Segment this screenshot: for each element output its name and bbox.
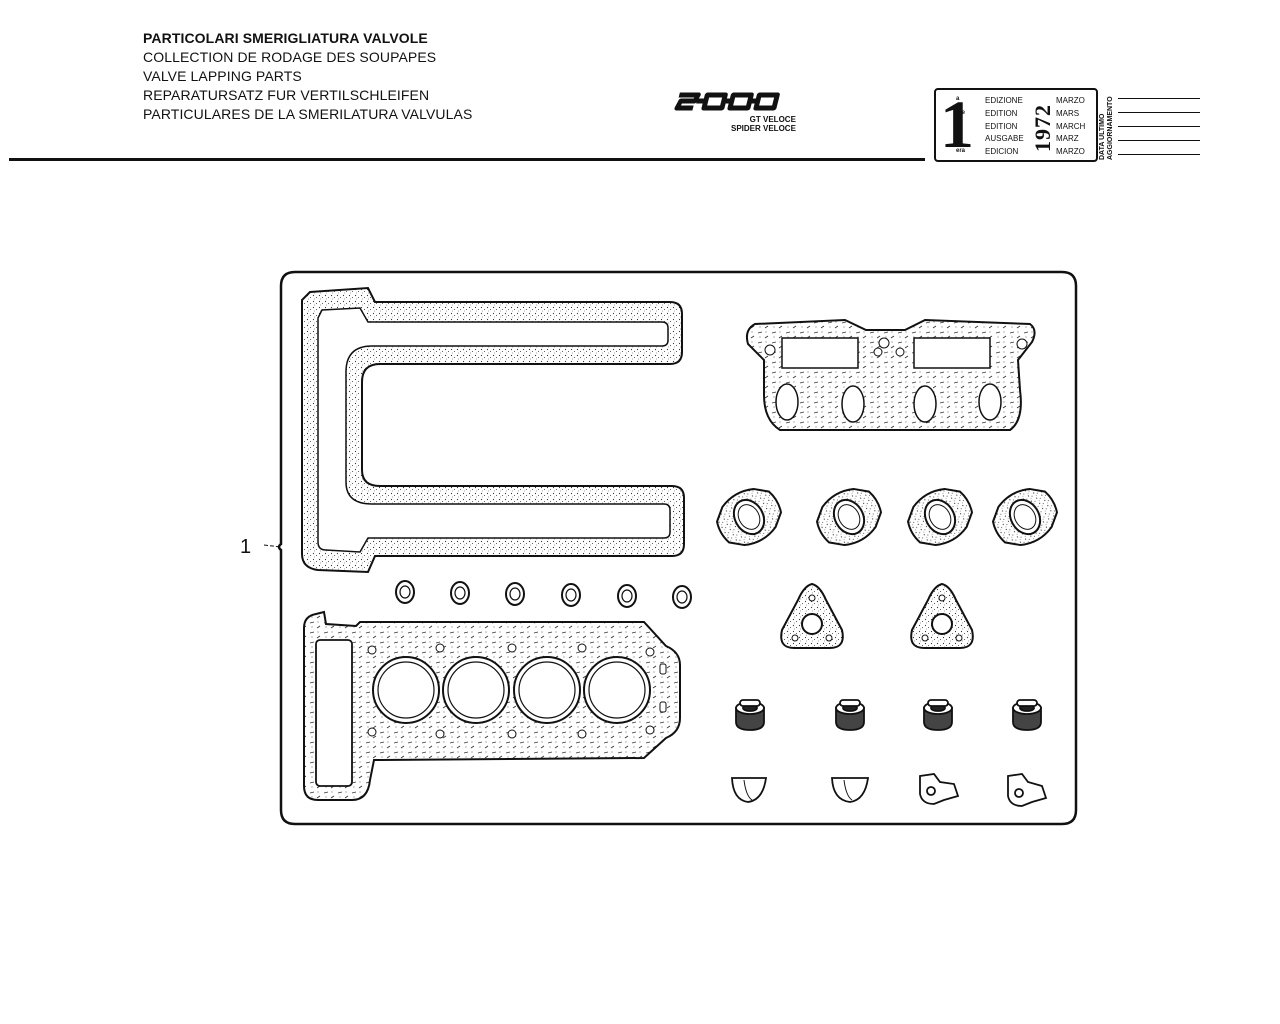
title-french: COLLECTION DE RODAGE DES SOUPAPES [143,49,437,65]
update-line [1118,112,1200,113]
edition-ordinal: era [956,148,966,154]
valve-cover-gasket [301,286,685,574]
title-italian: PARTICOLARI SMERIGLIATURA VALVOLE [143,30,428,46]
title-block: PARTICOLARI SMERIGLIATURA VALVOLE COLLEC… [143,29,472,124]
title-german: REPARATURSATZ FUR VERTILSCHLEIFEN [143,87,430,103]
edition-month: MARZO [1056,147,1085,156]
edition-label: EDITION [985,122,1018,131]
model-sub-spider: SPIDER VELOCE [731,124,796,133]
lock-plates [919,773,1048,807]
triangular-gaskets [780,582,974,649]
part-callout-number: 1 [240,536,252,558]
edition-ordinal: - [956,135,958,141]
valve-collets [731,777,870,803]
update-line [1118,98,1200,99]
edition-ordinal: st [956,123,962,129]
edition-box [934,88,1098,162]
exhaust-port-gaskets [715,487,1059,547]
edition-number: 1 [940,86,974,162]
title-english: VALVE LAPPING PARTS [143,68,302,84]
o-rings [395,580,692,609]
edition-label: AUSGABE [985,134,1024,143]
edition-ordinal: ere [956,110,966,116]
edition-month: MARS [1056,109,1080,118]
cylinder-head-gasket [303,610,681,801]
edition-label: EDICION [985,147,1019,156]
update-line [1118,126,1200,127]
model-sub-gt: GT VELOCE [749,115,796,124]
update-line [1118,154,1200,155]
manifold-gasket [745,318,1036,431]
edition-month: MARZO [1056,96,1085,105]
update-line [1118,140,1200,141]
title-spanish: PARTICULARES DE LA SMERILATURA VALVULAS [143,106,473,122]
edition-month: MARZ [1056,134,1079,143]
edition-label: EDIZIONE [985,96,1023,105]
model-subtitle: GT VELOCE SPIDER VELOCE [731,115,796,133]
edition-label: EDITION [985,109,1018,118]
header-rule [9,158,925,161]
valve-stem-seals [735,699,1042,731]
model-logo: 2000 [674,92,780,111]
card-frame [277,270,1078,826]
edition-ordinal: a [956,96,960,102]
edition-month: MARCH [1056,122,1086,131]
